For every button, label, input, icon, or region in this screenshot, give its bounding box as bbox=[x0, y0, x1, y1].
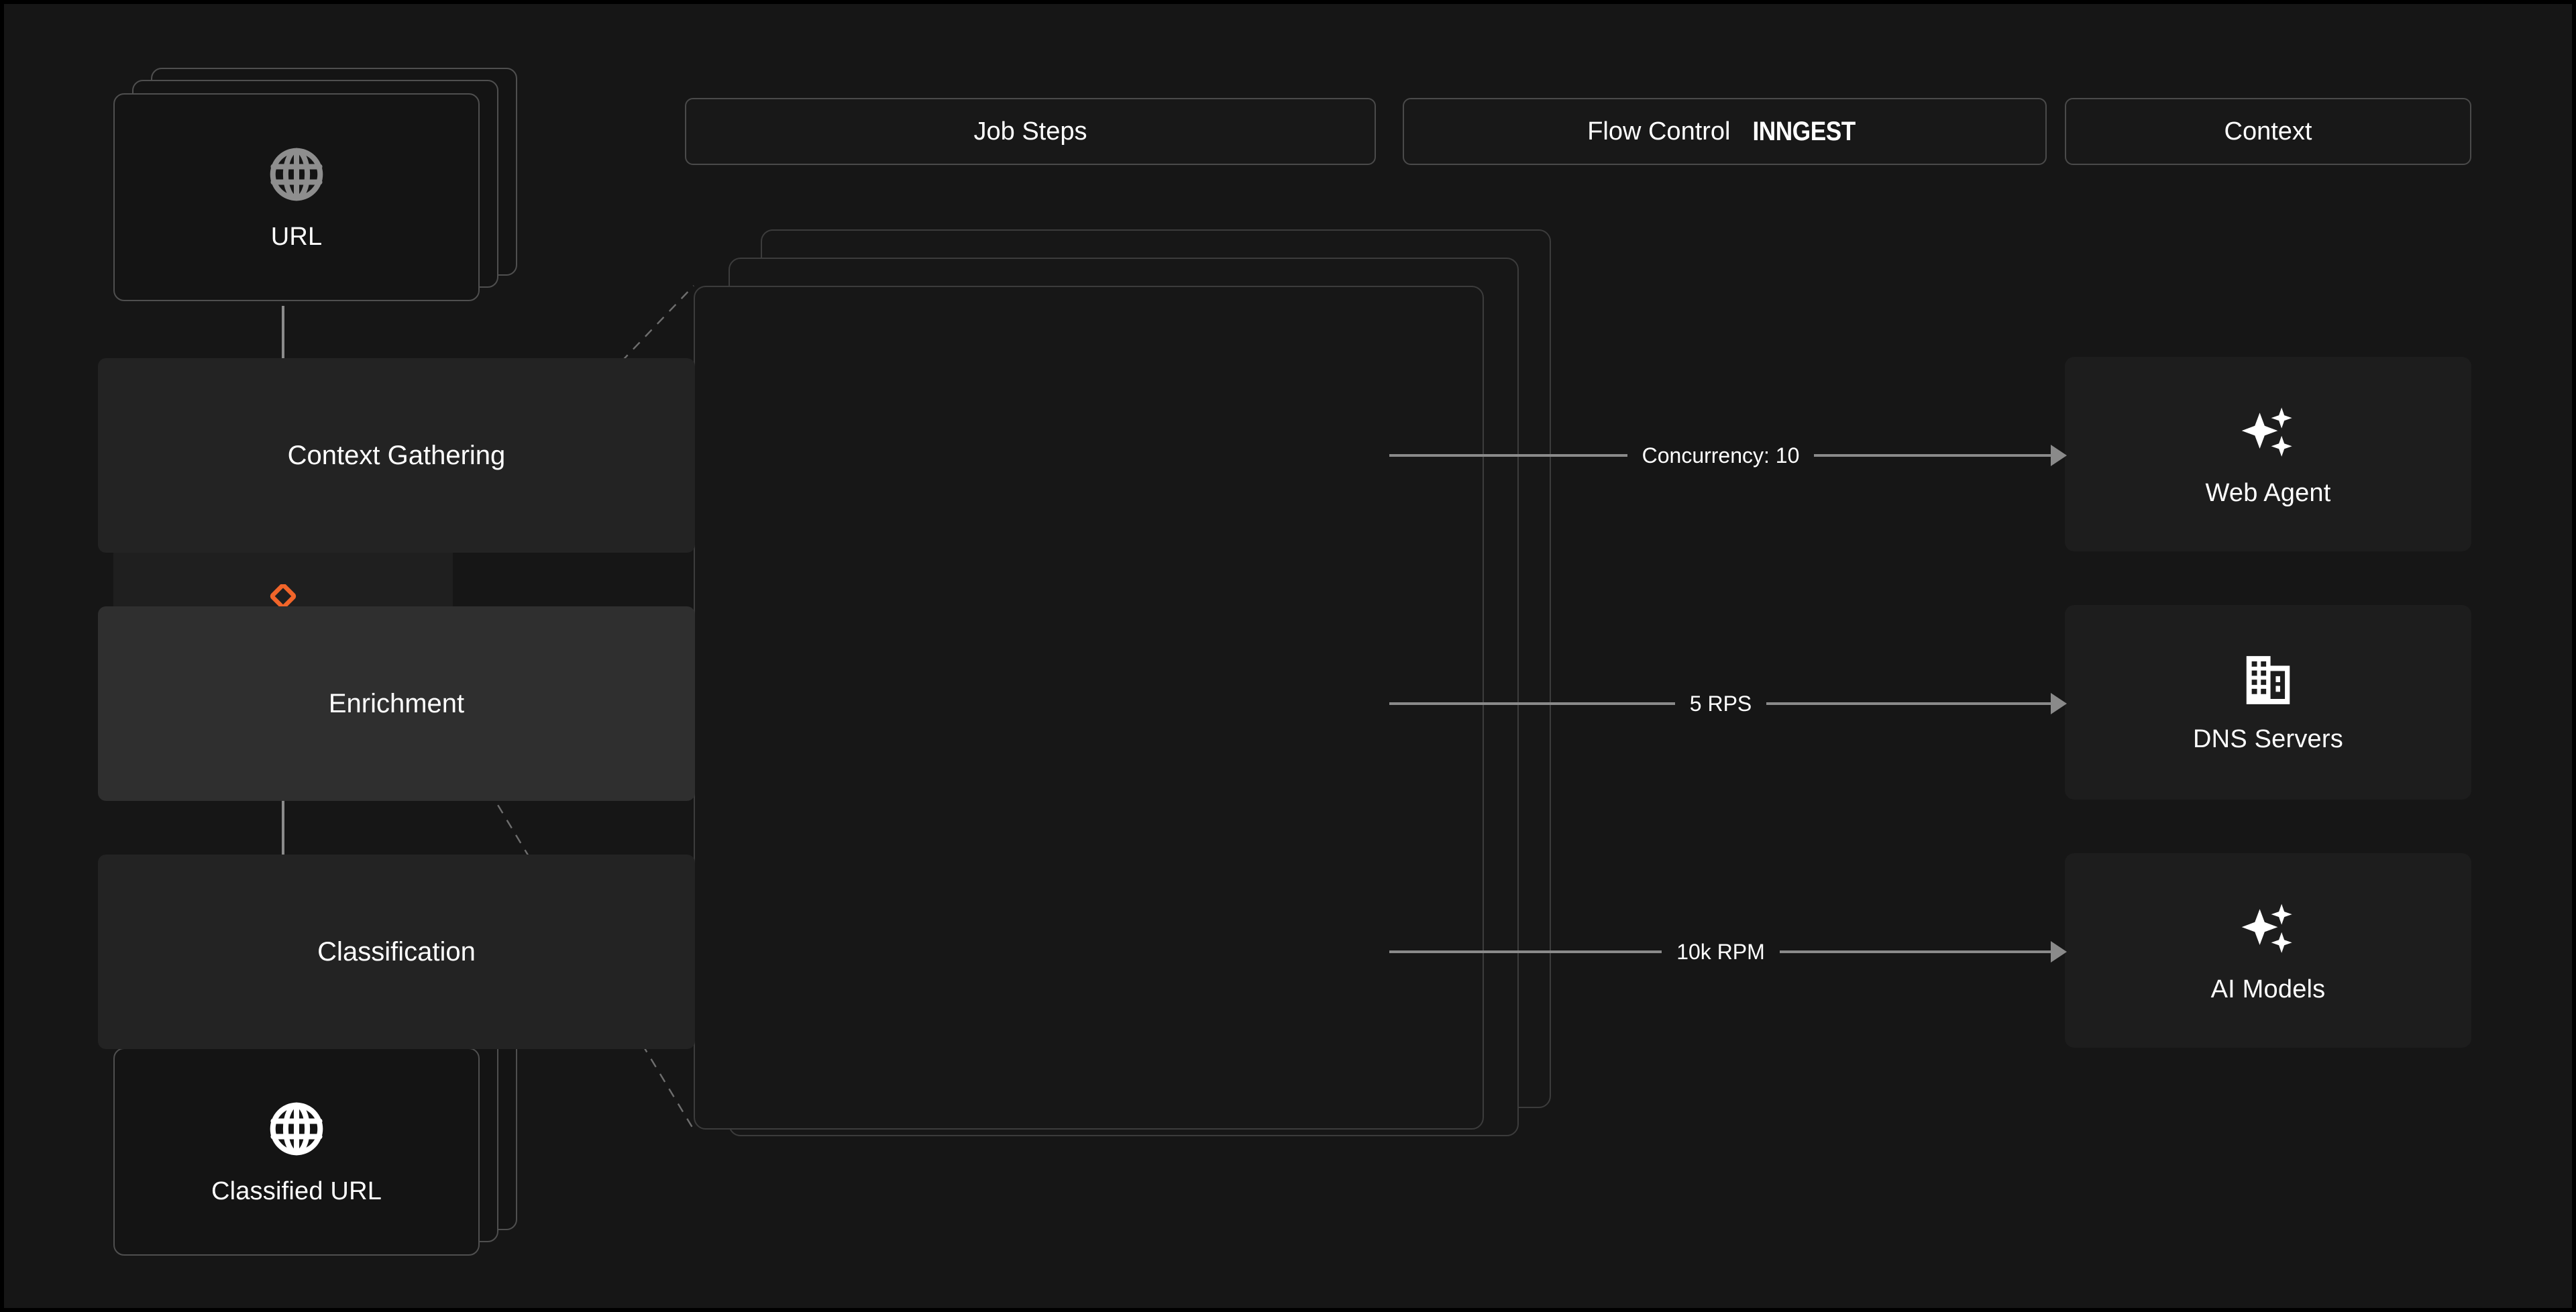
context-card-label: AI Models bbox=[2210, 975, 2326, 1003]
flow-control-label: 5 RPS bbox=[1689, 691, 1752, 716]
inngest-logo: INNGEST bbox=[1752, 116, 1856, 146]
tab-context-label: Context bbox=[2224, 117, 2312, 146]
flow-control-label: 10k RPM bbox=[1676, 939, 1765, 964]
globe-icon bbox=[266, 144, 327, 205]
tab-flow-control[interactable]: Flow Control INNGEST bbox=[1403, 98, 2047, 165]
sparkles-icon bbox=[2237, 897, 2299, 959]
tab-job-steps-label: Job Steps bbox=[973, 117, 1087, 146]
output-node-label: Classified URL bbox=[211, 1177, 382, 1205]
flow-connector-concurrency: Concurrency: 10 bbox=[1389, 443, 2067, 468]
arrowhead-icon bbox=[2051, 941, 2067, 963]
arrowhead-icon bbox=[2051, 445, 2067, 466]
connector-line-left bbox=[1389, 950, 1662, 953]
connector-line-left bbox=[1389, 702, 1675, 705]
step-label: Enrichment bbox=[328, 688, 465, 718]
step-label: Classification bbox=[317, 936, 476, 967]
connector-line-right bbox=[1766, 702, 2053, 705]
context-card-label: DNS Servers bbox=[2193, 724, 2343, 753]
connector-line-right bbox=[1779, 950, 2052, 953]
connector-line-left bbox=[1389, 454, 1627, 457]
tab-job-steps[interactable]: Job Steps bbox=[685, 98, 1376, 165]
tab-context[interactable]: Context bbox=[2065, 98, 2471, 165]
context-card-web-agent[interactable]: Web Agent bbox=[2065, 357, 2471, 551]
context-card-label: Web Agent bbox=[2205, 478, 2331, 507]
building-icon bbox=[2239, 651, 2297, 709]
step-context-gathering[interactable]: Context Gathering bbox=[98, 358, 695, 553]
arrowhead-icon bbox=[2051, 693, 2068, 714]
context-card-dns-servers[interactable]: DNS Servers bbox=[2065, 605, 2471, 800]
input-node-label: URL bbox=[270, 222, 323, 251]
step-enrichment[interactable]: Enrichment bbox=[98, 606, 695, 801]
step-label: Context Gathering bbox=[287, 440, 506, 470]
connector-line-right bbox=[1814, 454, 2052, 457]
output-node-card[interactable]: Classified URL bbox=[113, 1048, 480, 1256]
input-node-card[interactable]: URL bbox=[113, 93, 480, 301]
tab-flow-control-label: Flow Control bbox=[1587, 117, 1731, 146]
globe-icon bbox=[266, 1098, 327, 1160]
job-panel-layer-front[interactable] bbox=[694, 286, 1484, 1130]
flow-control-label: Concurrency: 10 bbox=[1642, 443, 1800, 468]
context-card-ai-models[interactable]: AI Models bbox=[2065, 853, 2471, 1048]
flow-connector-rps: 5 RPS bbox=[1389, 692, 2068, 716]
input-node-stack: URL bbox=[113, 68, 523, 303]
sparkles-icon bbox=[2237, 401, 2299, 463]
step-classification[interactable]: Classification bbox=[98, 855, 695, 1049]
output-node-stack: Classified URL bbox=[113, 1022, 523, 1257]
flow-connector-rpm: 10k RPM bbox=[1389, 940, 2067, 964]
